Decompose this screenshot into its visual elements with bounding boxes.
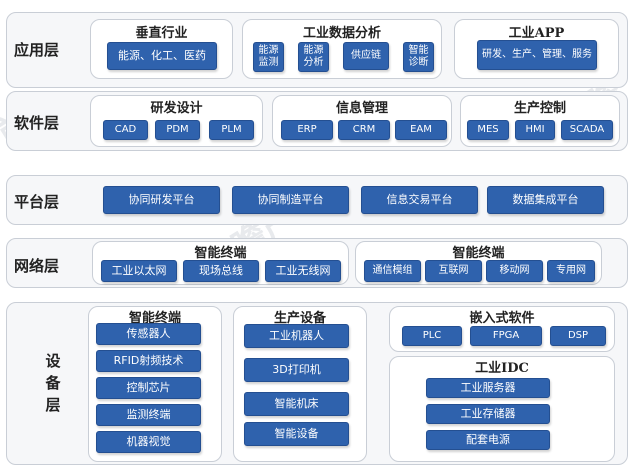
- smart-equipment-box: 智能设备: [244, 422, 349, 446]
- rd-design-group: 研发设计 CAD PDM PLM: [90, 95, 263, 147]
- vertical-industry-group: 垂直行业 能源、化工、医药: [90, 19, 233, 79]
- device-layer-label: 设 备 层: [44, 350, 62, 416]
- device-terminal-group: 智能终端 传感器人 RFID射频技术 控制芯片 监测终端 机器视觉: [88, 306, 222, 462]
- plm-box: PLM: [209, 120, 254, 140]
- industrial-data-analysis-group: 工业数据分析 能源监测 能源分析 供应链 智能诊断: [242, 19, 442, 79]
- industrial-server-box: 工业服务器: [426, 378, 550, 398]
- industrial-idc-group: 工业IDC 工业服务器 工业存储器 配套电源: [389, 356, 615, 462]
- plc-box: PLC: [402, 326, 462, 346]
- private-network-box: 专用网: [547, 260, 595, 282]
- production-equipment-group: 生产设备 工业机器人 3D打印机 智能机床 智能设备: [233, 306, 367, 462]
- mobile-network-box: 移动网: [486, 260, 543, 282]
- industrial-ethernet-box: 工业以太网: [101, 260, 177, 282]
- group-title: 工业数据分析: [302, 26, 381, 41]
- monitoring-terminal-box: 监测终端: [96, 404, 201, 426]
- scada-box: SCADA: [561, 120, 613, 140]
- group-title: 智能终端: [128, 311, 181, 326]
- smart-diagnosis-box: 智能诊断: [403, 42, 434, 72]
- energy-monitoring-box: 能源监测: [253, 42, 284, 72]
- machine-vision-box: 机器视觉: [96, 431, 201, 453]
- erp-box: ERP: [281, 120, 333, 140]
- device-layer-char: 层: [45, 396, 61, 414]
- group-title: 智能终端: [194, 246, 247, 261]
- industrial-storage-box: 工业存储器: [426, 404, 550, 424]
- energy-analysis-box: 能源分析: [298, 42, 329, 72]
- data-integration-platform-box: 数据集成平台: [487, 186, 604, 214]
- pdm-box: PDM: [155, 120, 200, 140]
- group-title: 生产控制: [513, 101, 566, 116]
- power-supply-box: 配套电源: [426, 430, 550, 450]
- industry-box: 能源、化工、医药: [107, 42, 217, 70]
- group-title: 嵌入式软件: [469, 311, 535, 326]
- group-title: 垂直行业: [135, 26, 188, 41]
- smart-machine-tool-box: 智能机床: [244, 392, 349, 416]
- application-layer-label: 应用层: [14, 41, 60, 59]
- group-title: 工业APP: [508, 26, 565, 41]
- group-title: 研发设计: [150, 101, 203, 116]
- app-services-box: 研发、生产、管理、服务: [477, 40, 597, 70]
- industrial-wireless-box: 工业无线网: [265, 260, 341, 282]
- device-layer-char: 设: [45, 352, 61, 370]
- eam-box: EAM: [395, 120, 447, 140]
- internet-box: 互联网: [425, 260, 482, 282]
- cad-box: CAD: [103, 120, 148, 140]
- device-layer-char: 备: [45, 374, 61, 392]
- control-chip-box: 控制芯片: [96, 377, 201, 399]
- group-title: 生产设备: [273, 311, 326, 326]
- industrial-robot-box: 工业机器人: [244, 324, 349, 348]
- embedded-software-group: 嵌入式软件 PLC FPGA DSP: [389, 306, 615, 352]
- dsp-box: DSP: [550, 326, 606, 346]
- sensor-box: 传感器人: [96, 323, 201, 345]
- comm-module-box: 通信模组: [364, 260, 421, 282]
- production-control-group: 生产控制 MES HMI SCADA: [460, 95, 620, 147]
- industrial-app-group: 工业APP 研发、生产、管理、服务: [454, 19, 619, 79]
- platform-layer-label: 平台层: [14, 193, 60, 211]
- info-management-group: 信息管理 ERP CRM EAM: [272, 95, 452, 147]
- mes-box: MES: [467, 120, 509, 140]
- group-title: 信息管理: [335, 101, 388, 116]
- network-terminal-group-1: 智能终端 工业以太网 现场总线 工业无线网: [92, 241, 349, 285]
- info-trading-platform-box: 信息交易平台: [361, 186, 478, 214]
- rfid-box: RFID射频技术: [96, 350, 201, 372]
- fpga-box: FPGA: [470, 326, 542, 346]
- network-terminal-group-2: 智能终端 通信模组 互联网 移动网 专用网: [355, 241, 602, 285]
- collab-manufacturing-platform-box: 协同制造平台: [232, 186, 349, 214]
- collab-rd-platform-box: 协同研发平台: [103, 186, 220, 214]
- group-title: 工业IDC: [475, 361, 529, 376]
- crm-box: CRM: [338, 120, 390, 140]
- network-layer-label: 网络层: [14, 257, 60, 275]
- group-title: 智能终端: [452, 246, 505, 261]
- fieldbus-box: 现场总线: [183, 260, 259, 282]
- hmi-box: HMI: [515, 120, 555, 140]
- software-layer-label: 软件层: [14, 114, 60, 132]
- supply-chain-box: 供应链: [343, 42, 389, 70]
- 3d-printer-box: 3D打印机: [244, 358, 349, 382]
